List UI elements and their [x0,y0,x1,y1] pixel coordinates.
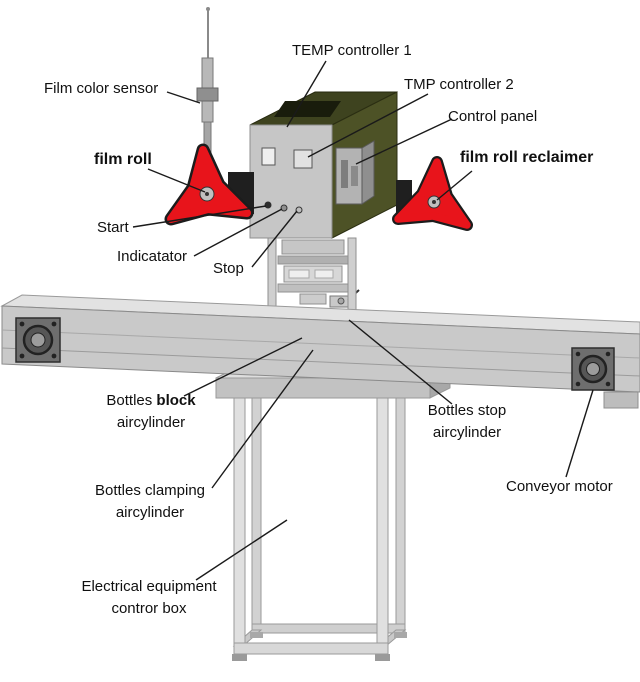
label-line-1: Electrical equipment [81,578,217,595]
leader-lines [132,60,594,581]
label-bottles-clamping-aircylinder: Bottles clamping aircylinder [80,480,220,524]
label-indicatator: Indicatator [117,248,188,265]
label-line-1: Bottles stop [427,402,507,419]
label-text-bold: block [156,392,196,409]
label-bottles-stop-aircylinder: Bottles stop aircylinder [412,400,522,444]
label-line-2: contror box [111,600,187,617]
label-film-roll: film roll [94,151,152,168]
film-roll-reclaimer-right [392,156,473,231]
leader-conveyor-motor [565,389,594,478]
label-stop: Stop [213,260,244,277]
label-temp-controller-1: TEMP controller 1 [292,42,412,59]
label-line-2: aircylinder [116,414,186,431]
label-film-color-sensor: Film color sensor [44,80,159,97]
leader-temp-controller-1 [286,60,327,128]
label-tmp-controller-2: TMP controller 2 [404,76,514,93]
leader-control-panel [355,118,453,165]
leader-bottles-block [183,337,303,397]
indicator-light [280,204,288,212]
film-feed-bracket-stack [277,239,353,305]
conveyor-motor-left [15,317,61,363]
label-conveyor-motor: Conveyor motor [506,478,613,495]
conveyor-beam [0,294,640,393]
film-color-sensor-device [196,7,219,157]
label-control-panel: Control panel [448,108,538,125]
stop-button [295,206,303,214]
label-start: Start [97,219,129,236]
head-top-opening [274,101,341,117]
label-electrical-equipment-control-box: Electrical equipment contror box [76,576,222,620]
leader-stop [251,210,298,268]
label-text: Bottles [106,392,157,409]
start-button [264,201,272,209]
temp-controller-window-2 [293,149,313,169]
label-line-1: Bottles clamping [94,482,206,499]
label-film-roll-reclaimer: film roll reclaimer [460,149,594,166]
leader-electrical-box [195,519,288,581]
leader-bottles-clamping [211,349,314,489]
leader-film-roll [147,168,206,193]
conveyor-motor-right [571,347,639,409]
leader-bottles-stop [348,319,453,405]
leader-start [132,205,267,228]
temp-controller-window-1 [261,147,276,166]
stand-frame [232,389,407,661]
label-bottles-block-aircylinder: Bottles block aircylinder [88,390,214,434]
leader-film-roll-reclaimer [436,170,473,201]
leader-indicatator [193,208,283,257]
label-line-2: aircylinder [115,504,185,521]
leader-tmp-controller-2 [307,93,429,158]
control-panel-unit [335,140,375,205]
label-line-2: aircylinder [432,424,502,441]
film-roll-left [164,143,254,226]
machine-head-housing [249,91,398,239]
label-line-1: Bottles block [88,390,214,412]
leader-film-color-sensor [166,91,201,104]
